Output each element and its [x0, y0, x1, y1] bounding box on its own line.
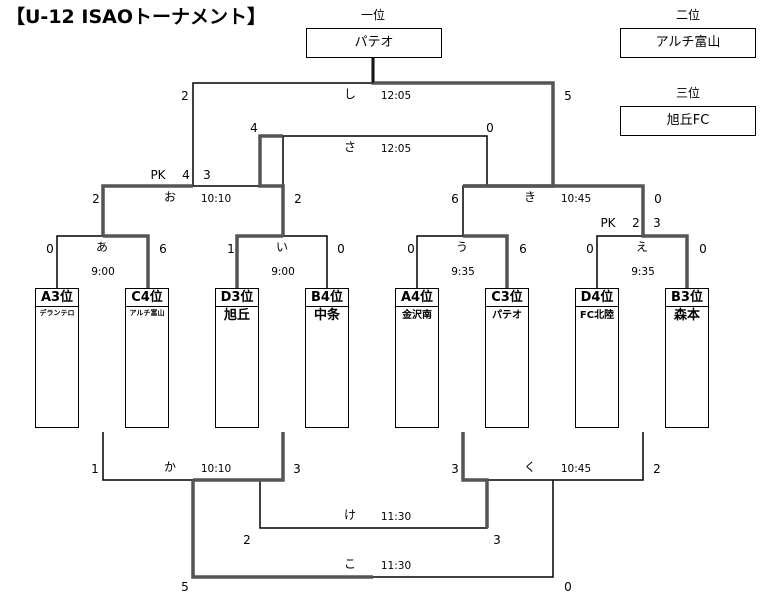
team-box-a4: A4位 金沢南 [395, 288, 439, 428]
match-o-label: お [163, 190, 177, 204]
match-sa-label: さ [343, 140, 357, 154]
match-o-pk-label: PK [150, 168, 166, 182]
rank-third-team: 旭丘FC [666, 113, 710, 128]
match-u-label: う [455, 240, 469, 254]
match-ke-time: 11:30 [380, 511, 412, 523]
rank-second-box: アルチ富山 [620, 28, 756, 58]
match-ki-left-score: 6 [451, 192, 459, 206]
team-box-d4: D4位 FC北陸 [575, 288, 619, 428]
match-i-right-score: 0 [337, 242, 345, 256]
match-e-right-score: 0 [699, 242, 707, 256]
team-box-c3: C3位 パテオ [485, 288, 529, 428]
match-a-time: 9:00 [91, 266, 115, 278]
match-o-right-score: 2 [294, 192, 302, 206]
match-a-right-score: 6 [159, 242, 167, 256]
match-u-left-score: 0 [407, 242, 415, 256]
match-i-time: 9:00 [271, 266, 295, 278]
match-u-time: 9:35 [451, 266, 475, 278]
team-seed: D3位 [216, 289, 258, 307]
team-seed: A3位 [36, 289, 78, 307]
match-ka-time: 10:10 [200, 463, 232, 475]
match-ku-time: 10:45 [560, 463, 592, 475]
match-sa-right-score: 0 [486, 121, 494, 135]
team-name: FC北陸 [579, 310, 615, 321]
team-name: デランテロ [39, 309, 75, 317]
match-ki-label: き [523, 190, 537, 204]
team-name: 中条 [313, 308, 340, 323]
match-ko-time: 11:30 [380, 560, 412, 572]
match-ki-pk-left: 2 [632, 216, 640, 230]
match-sa-time: 12:05 [380, 143, 412, 155]
match-o-pk-left: 4 [182, 168, 190, 182]
match-ka-left-score: 1 [91, 462, 99, 476]
match-ko-right-score: 0 [564, 580, 572, 594]
team-box-b4: B4位 中条 [305, 288, 349, 428]
match-ka-label: か [163, 460, 177, 474]
team-box-d3: D3位 旭丘 [215, 288, 259, 428]
match-sa-left-score: 4 [250, 121, 258, 135]
match-o-pk-right: 3 [203, 168, 211, 182]
match-shi-time: 12:05 [380, 90, 412, 102]
team-box-b3: B3位 森本 [665, 288, 709, 428]
team-name: パテオ [492, 310, 522, 321]
match-ki-pk-right: 3 [653, 216, 661, 230]
team-seed: D4位 [576, 289, 618, 307]
match-ki-time: 10:45 [560, 193, 592, 205]
rank-first-box: パテオ [306, 28, 442, 58]
match-ku-left-score: 3 [451, 462, 459, 476]
team-box-a3: A3位 デランテロ [35, 288, 79, 428]
match-shi-left-score: 2 [181, 89, 189, 103]
team-seed: C3位 [486, 289, 528, 307]
match-ko-left-score: 5 [181, 580, 189, 594]
match-shi-label: し [343, 87, 357, 101]
team-seed: C4位 [126, 289, 168, 307]
match-ka-right-score: 3 [293, 462, 301, 476]
team-name: 旭丘 [223, 308, 250, 323]
match-shi-right-score: 5 [564, 89, 572, 103]
match-a-left-score: 0 [46, 242, 54, 256]
match-i-left-score: 1 [227, 242, 235, 256]
team-name: 森本 [673, 308, 700, 323]
match-ko-label: こ [343, 557, 357, 571]
team-seed: A4位 [396, 289, 438, 307]
match-u-right-score: 6 [519, 242, 527, 256]
rank-first-label: 一位 [360, 8, 386, 22]
team-seed: B4位 [306, 289, 348, 307]
match-e-label: え [635, 240, 649, 254]
match-e-left-score: 0 [586, 242, 594, 256]
match-ki-right-score: 0 [654, 192, 662, 206]
match-a-label: あ [95, 240, 109, 254]
match-e-time: 9:35 [631, 266, 655, 278]
match-ke-right-score: 3 [493, 533, 501, 547]
match-o-time: 10:10 [200, 193, 232, 205]
page-title: 【U-12 ISAOトーナメント】 [6, 6, 266, 28]
team-name: 金沢南 [402, 310, 432, 321]
team-name: アルチ富山 [129, 309, 165, 317]
match-ke-left-score: 2 [243, 533, 251, 547]
rank-third-box: 旭丘FC [620, 106, 756, 136]
match-ku-label: く [523, 460, 537, 474]
match-i-label: い [275, 240, 289, 254]
team-box-c4: C4位 アルチ富山 [125, 288, 169, 428]
rank-first-team: パテオ [354, 35, 394, 50]
team-seed: B3位 [666, 289, 708, 307]
match-ki-pk-label: PK [600, 216, 616, 230]
match-o-left-score: 2 [92, 192, 100, 206]
rank-second-team: アルチ富山 [655, 35, 721, 50]
rank-third-label: 三位 [675, 86, 701, 100]
match-ke-label: け [343, 508, 357, 522]
match-ku-right-score: 2 [653, 462, 661, 476]
rank-second-label: 二位 [675, 8, 701, 22]
